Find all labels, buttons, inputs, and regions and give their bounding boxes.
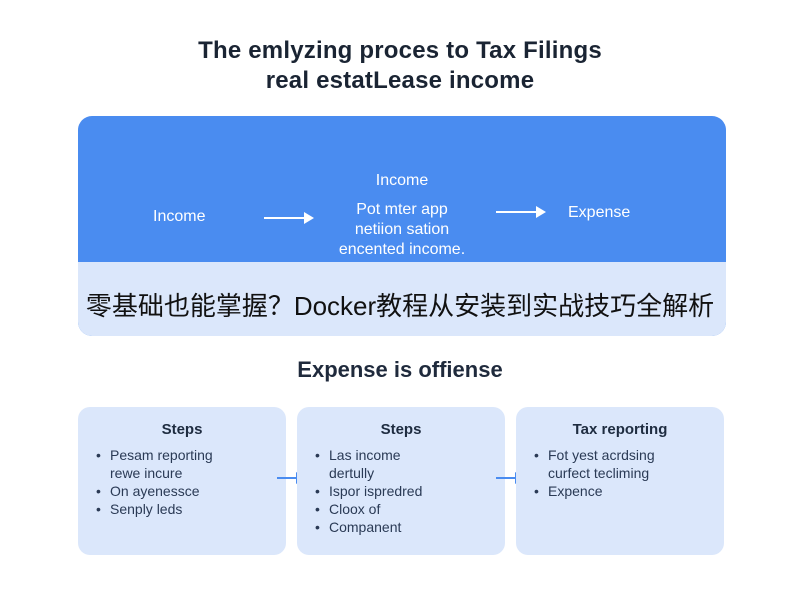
flow-expense-label: Expense (568, 204, 631, 221)
list-item: Expence (534, 482, 706, 500)
steps-card-2: Steps Las income dertully Ispor ispredre… (297, 407, 505, 555)
flow-middle-line-2: netiion sation (354, 221, 450, 238)
card-heading: Steps (161, 421, 203, 438)
list-item: rewe incure (110, 465, 183, 481)
flow-income-top-label: Income (375, 172, 429, 189)
flow-income-label: Income (153, 208, 206, 225)
list-item: Cloox of (315, 500, 487, 518)
card-heading: Tax reporting (572, 421, 668, 438)
steps-card-1: Steps Pesam reporting rewe incure On aye… (78, 407, 286, 555)
card-heading: Steps (380, 421, 422, 438)
panel-fade-band (78, 262, 726, 336)
list-item: Ispor ispredred (315, 482, 487, 500)
diagram-title-line-2: real estatLease income (265, 67, 535, 94)
list-item: On ayenessce (96, 482, 268, 500)
card-list: Las income dertully Ispor ispredred Cloo… (315, 446, 487, 536)
tax-reporting-card: Tax reporting Fot yest acrdsing curfect … (516, 407, 724, 555)
list-item: curfect tecliming (548, 465, 650, 481)
income-flow-panel: Income Income Pot mter app netiion satio… (78, 116, 726, 336)
section-title: Expense is offiense (297, 357, 503, 382)
list-item: Pesam reporting (96, 446, 268, 464)
list-item: Companent (315, 518, 487, 536)
list-item: Fot yest acrdsing (534, 446, 706, 464)
right-arrow-icon (496, 206, 546, 218)
overlay-caption: 零基础也能掌握？Docker教程从安装到实战技巧全解析 (85, 291, 715, 321)
list-item: Senply leds (96, 500, 268, 518)
flow-middle-line-1: Pot mter app (356, 201, 448, 218)
diagram-title-line-1: The emlyzing proces to Tax Filings (198, 37, 602, 64)
card-list: Fot yest acrdsing curfect tecliming Expe… (534, 446, 706, 500)
flow-middle-line-3: encented income. (338, 241, 466, 258)
list-item: Las income (315, 446, 487, 464)
right-arrow-icon (264, 212, 314, 224)
list-item: dertully (329, 465, 375, 481)
flow-middle-node: Pot mter app netiion sation encented inc… (302, 200, 502, 260)
card-list: Pesam reporting rewe incure On ayenessce… (96, 446, 268, 518)
